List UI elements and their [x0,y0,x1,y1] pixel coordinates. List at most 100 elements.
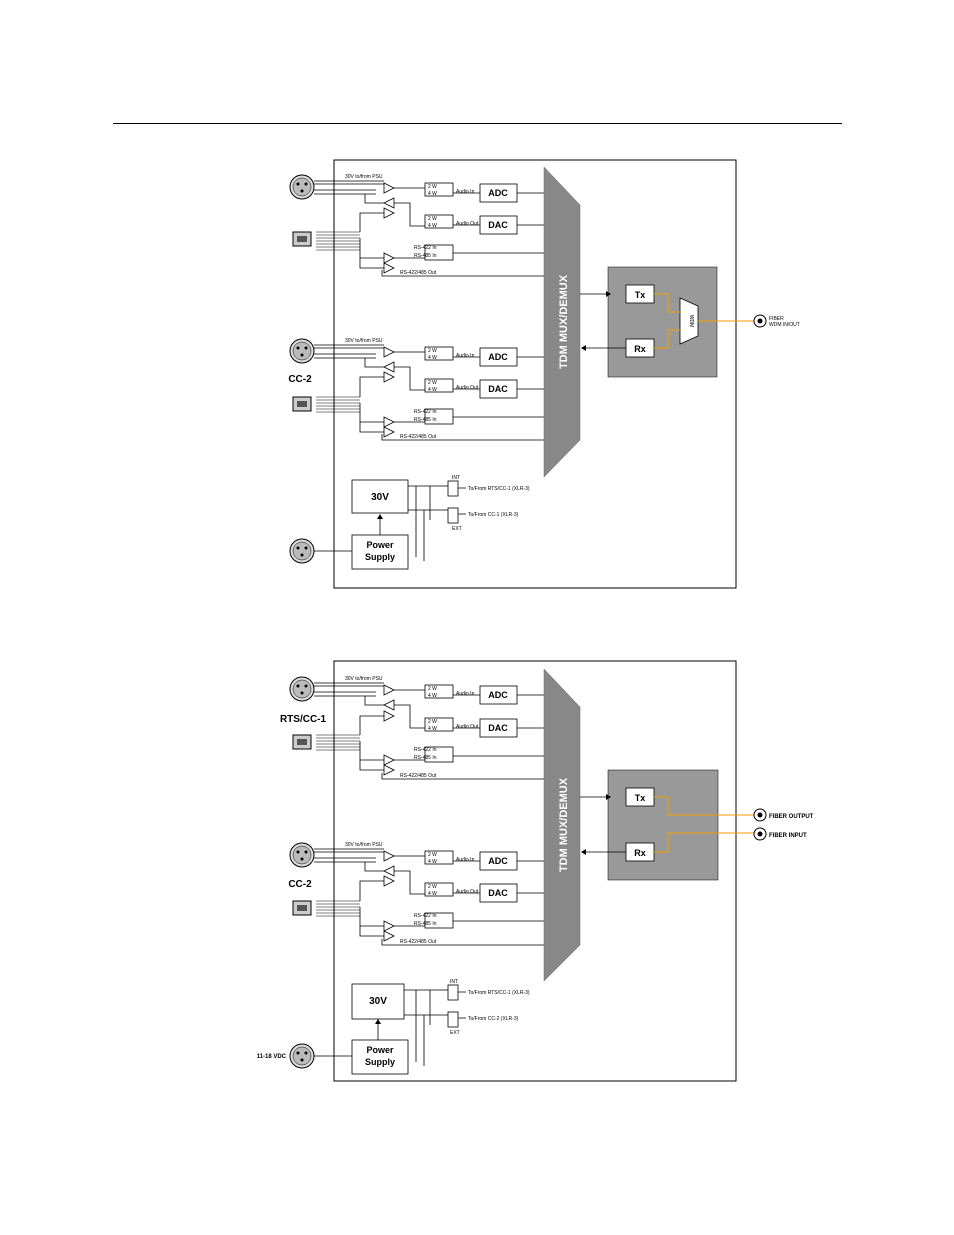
optical-module [607,769,719,881]
xlr-connector [289,338,315,364]
adc-label: ADC [488,690,508,700]
power-supply-block [351,534,409,570]
psu-label: 30V to/from PSU [345,338,383,344]
ext-label: EXT [452,526,462,532]
rs-switch [424,408,454,425]
audio-in-label: Audio In [456,353,475,359]
xlr-connector [289,842,315,868]
dac-label: DAC [488,220,508,230]
psu-label: 30V to/from PSU [345,174,383,180]
rs485-label: RS-485 In [414,755,437,761]
fiber-output-label: FIBER OUTPUT [769,814,814,820]
gain-switch [424,717,454,732]
fiber-input-label: FIBER INPUT [769,833,807,839]
fiber-label: FIBER [769,316,784,322]
gain-label: 4 W [428,859,437,865]
rj45-connector [292,900,312,916]
gain-switch [424,378,454,393]
tx-label: Tx [635,793,646,803]
tx-label: Tx [635,290,646,300]
connector-label: CC-2 [288,374,312,385]
audio-out-label: Audio Out [456,385,479,391]
gain-switch [424,850,454,865]
psu-label: 30V to/from PSU [345,842,383,848]
block-diagram-dual-fiber: RTS/CC-1 CC-2 11-18 VDC 30V to/from PSU … [257,660,814,1082]
dac-label: DAC [488,888,508,898]
adc-label: ADC [488,352,508,362]
gain-label: 4 W [428,726,437,732]
gain-label: 2 W [428,719,437,725]
power-supply-label: Supply [365,552,395,562]
audio-out-label: Audio Out [456,221,479,227]
rs-switch [424,244,454,261]
v30-block [351,479,409,514]
power-supply-label: Power [366,1045,394,1055]
rx-label: Rx [634,344,646,354]
power-supply-label: Supply [365,1057,395,1067]
rs-switch [424,912,454,929]
dac-label: DAC [488,384,508,394]
gain-label: 2 W [428,852,437,858]
rx-label: Rx [634,848,646,858]
xlr-connector [289,1043,315,1069]
power-supply-block [351,1039,409,1075]
gain-switch [424,214,454,229]
rs-out-label: RS-422/485 Out [400,939,437,945]
rj45-connector [292,396,312,412]
mux-label: TDM MUX/DEMUX [558,777,570,872]
gain-label: 4 W [428,387,437,393]
int-ext-switch [447,1011,459,1028]
int-label: INT [452,475,460,481]
rs422-label: RS-422 In [414,409,437,415]
diagram-frame [333,159,737,589]
psu-label: 30V to/from PSU [345,676,383,682]
xlr-connector [289,676,315,702]
mux-label: TDM MUX/DEMUX [558,274,570,369]
gain-label: 2 W [428,686,437,692]
adc-label: ADC [488,856,508,866]
optical-module [607,266,718,378]
rs-out-label: RS-422/485 Out [400,434,437,440]
int-ext-switch [447,480,459,497]
gain-label: 2 W [428,348,437,354]
gain-label: 2 W [428,884,437,890]
fiber-label: WDM IN/OUT [769,322,800,328]
fiber-input-connector [753,827,767,841]
fiber-output-connector [753,808,767,822]
ext-label: EXT [450,1030,460,1036]
rj45-connector [292,231,312,247]
to-from-label: To/From CC-1 (XLR-3) [468,512,519,518]
gain-label: 4 W [428,355,437,361]
gain-label: 4 W [428,693,437,699]
v30-label: 30V [371,492,389,503]
rs422-label: RS-422 In [414,747,437,753]
gain-label: 4 W [428,223,437,229]
rs485-label: RS-485 In [414,417,437,423]
connector-label: RTS/CC-1 [280,714,327,725]
tdm-mux-demux [543,166,581,478]
gain-switch [424,882,454,897]
channel-group: 30V to/from PSU 2 W 4 W Audio In ADC 2 W… [314,174,544,277]
gain-switch [424,182,454,197]
adc-label: ADC [488,188,508,198]
connector-label: CC-2 [288,879,312,890]
gain-label: 4 W [428,191,437,197]
rs422-label: RS-422 In [414,245,437,251]
channel-group: 30V to/from PSU 2 W 4 W Audio In ADC 2 W… [314,338,544,441]
header-rule [113,123,842,124]
to-from-label: To/From CC-2 (XLR-3) [468,1016,519,1022]
tdm-mux-demux [543,668,581,982]
gain-label: 4 W [428,891,437,897]
audio-in-label: Audio In [456,691,475,697]
rs-switch [424,746,454,763]
gain-label: 2 W [428,216,437,222]
v30-label: 30V [369,996,387,1007]
to-from-label: To/From RTS/CC-1 (XLR-3) [468,990,530,996]
gain-switch [424,346,454,361]
channel-group: 30V to/from PSU 2 W 4 W Audio In ADC 2 W… [314,842,544,946]
fiber-connector [753,314,767,328]
rs422-label: RS-422 In [414,913,437,919]
xlr-connector [289,538,315,564]
gain-label: 2 W [428,380,437,386]
int-label: INT [450,979,458,985]
